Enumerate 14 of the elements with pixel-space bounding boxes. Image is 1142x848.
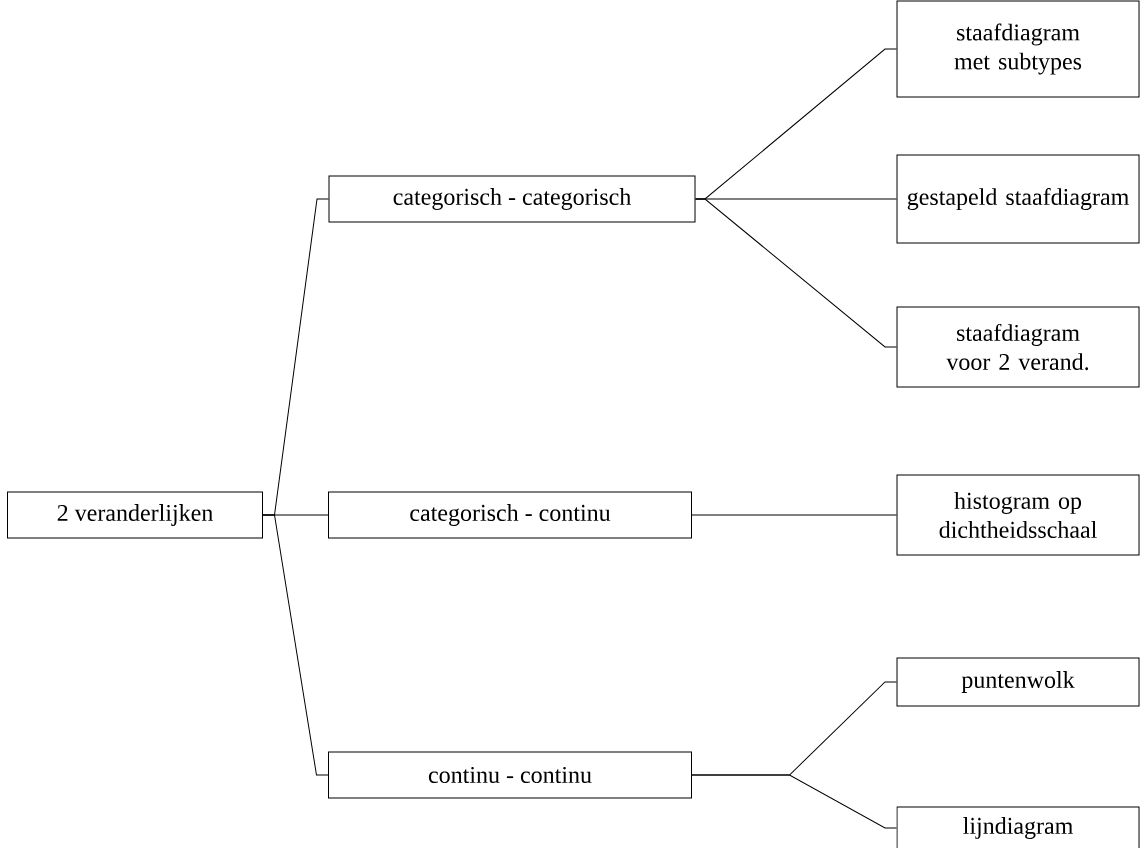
box: categorisch - continu bbox=[328, 491, 692, 539]
box: puntenwolk bbox=[896, 657, 1140, 707]
connector bbox=[695, 198, 897, 348]
box: gestapeld staafdiagram bbox=[896, 154, 1140, 244]
box: continu - continu bbox=[328, 751, 692, 799]
connector bbox=[691, 774, 897, 829]
box: categorisch - categorisch bbox=[328, 175, 696, 223]
connector bbox=[262, 514, 329, 776]
box: histogram op dichtheidsschaal bbox=[896, 474, 1140, 556]
box: 2 veranderlijken bbox=[7, 491, 263, 539]
box: staafdiagram met subtypes bbox=[896, 0, 1140, 98]
box: lijndiagram bbox=[896, 806, 1140, 848]
connector bbox=[691, 514, 897, 516]
box: staafdiagram voor 2 verand. bbox=[896, 306, 1140, 388]
